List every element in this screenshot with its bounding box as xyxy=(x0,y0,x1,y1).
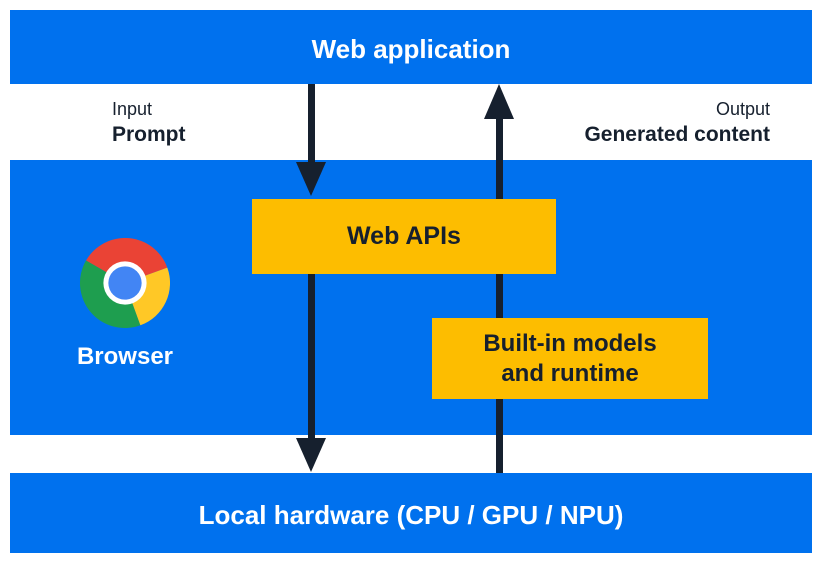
web-application-label: Web application xyxy=(311,34,511,64)
builtin-models-label-line2: and runtime xyxy=(501,359,639,387)
browser-label: Browser xyxy=(76,343,174,370)
web-application-bar: Web application xyxy=(10,10,812,84)
input-label: Input xyxy=(112,99,153,119)
output-arrow-line xyxy=(496,118,503,473)
output-arrow-head-icon xyxy=(484,84,514,119)
local-hardware-bar: Local hardware (CPU / GPU / NPU) xyxy=(10,473,812,553)
chrome-logo-icon xyxy=(80,238,170,328)
prompt-arrow-lower-line xyxy=(308,274,315,439)
input-annotation: Input Prompt xyxy=(112,97,186,148)
builtin-models-box: Built-in models and runtime xyxy=(432,318,708,399)
output-label: Output xyxy=(715,99,770,119)
web-apis-label: Web APIs xyxy=(347,222,461,250)
input-value-label: Prompt xyxy=(112,123,186,146)
prompt-arrow-lower-head-icon xyxy=(296,438,326,472)
local-hardware-label: Local hardware (CPU / GPU / NPU) xyxy=(198,500,624,530)
output-value-label: Generated content xyxy=(584,123,770,146)
builtin-models-label-line1: Built-in models xyxy=(483,329,657,357)
prompt-arrow-upper-head-icon xyxy=(296,162,326,196)
prompt-arrow-upper-line xyxy=(308,84,315,163)
output-annotation: Output Generated content xyxy=(584,97,770,148)
web-apis-box: Web APIs xyxy=(252,199,556,274)
